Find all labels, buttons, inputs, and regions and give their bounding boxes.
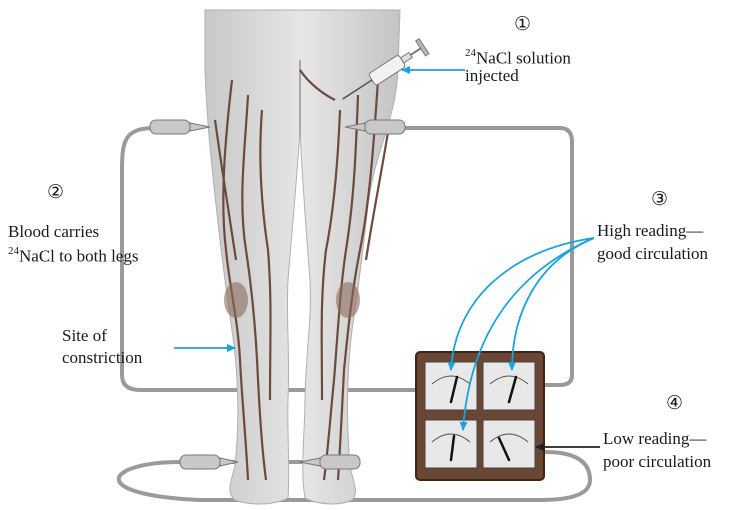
step-2-label-line1: Blood carries (8, 222, 99, 242)
step-4-label-line2: poor circulation (603, 452, 711, 472)
step-1-number: ① (514, 14, 531, 34)
step-1-label-line2: injected (465, 66, 519, 86)
constriction-label-line1: Site of (62, 326, 107, 346)
isotope-superscript: 24 (8, 245, 19, 257)
step-3-label-line2: good circulation (597, 244, 708, 264)
step-1-label-line1: 24NaCl solution (465, 44, 571, 69)
legs-illustration (205, 10, 400, 504)
isotope-superscript: 24 (465, 47, 476, 59)
constriction-label-line2: constriction (62, 348, 142, 368)
step-4-number: ④ (666, 393, 683, 413)
step-1-text: NaCl solution (476, 49, 571, 68)
step-3-number: ③ (651, 189, 668, 209)
step-3-label-line1: High reading— (597, 221, 703, 241)
step-4-label-line1: Low reading— (603, 429, 706, 449)
meter-box (416, 352, 544, 480)
step-2-label-line2: 24NaCl to both legs (8, 242, 138, 267)
step-2-text: NaCl to both legs (19, 247, 138, 266)
step-2-number: ② (47, 182, 64, 202)
